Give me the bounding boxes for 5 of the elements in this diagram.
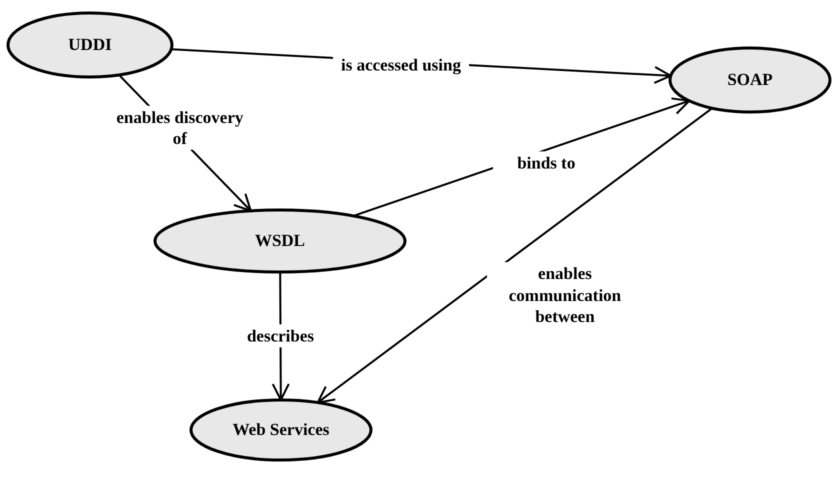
concept-label: SOAP (727, 70, 773, 90)
concept-label: Web Services (232, 420, 330, 440)
concept-label: UDDI (68, 35, 112, 55)
arrow (316, 107, 713, 404)
concept-label: WSDL (254, 231, 306, 251)
